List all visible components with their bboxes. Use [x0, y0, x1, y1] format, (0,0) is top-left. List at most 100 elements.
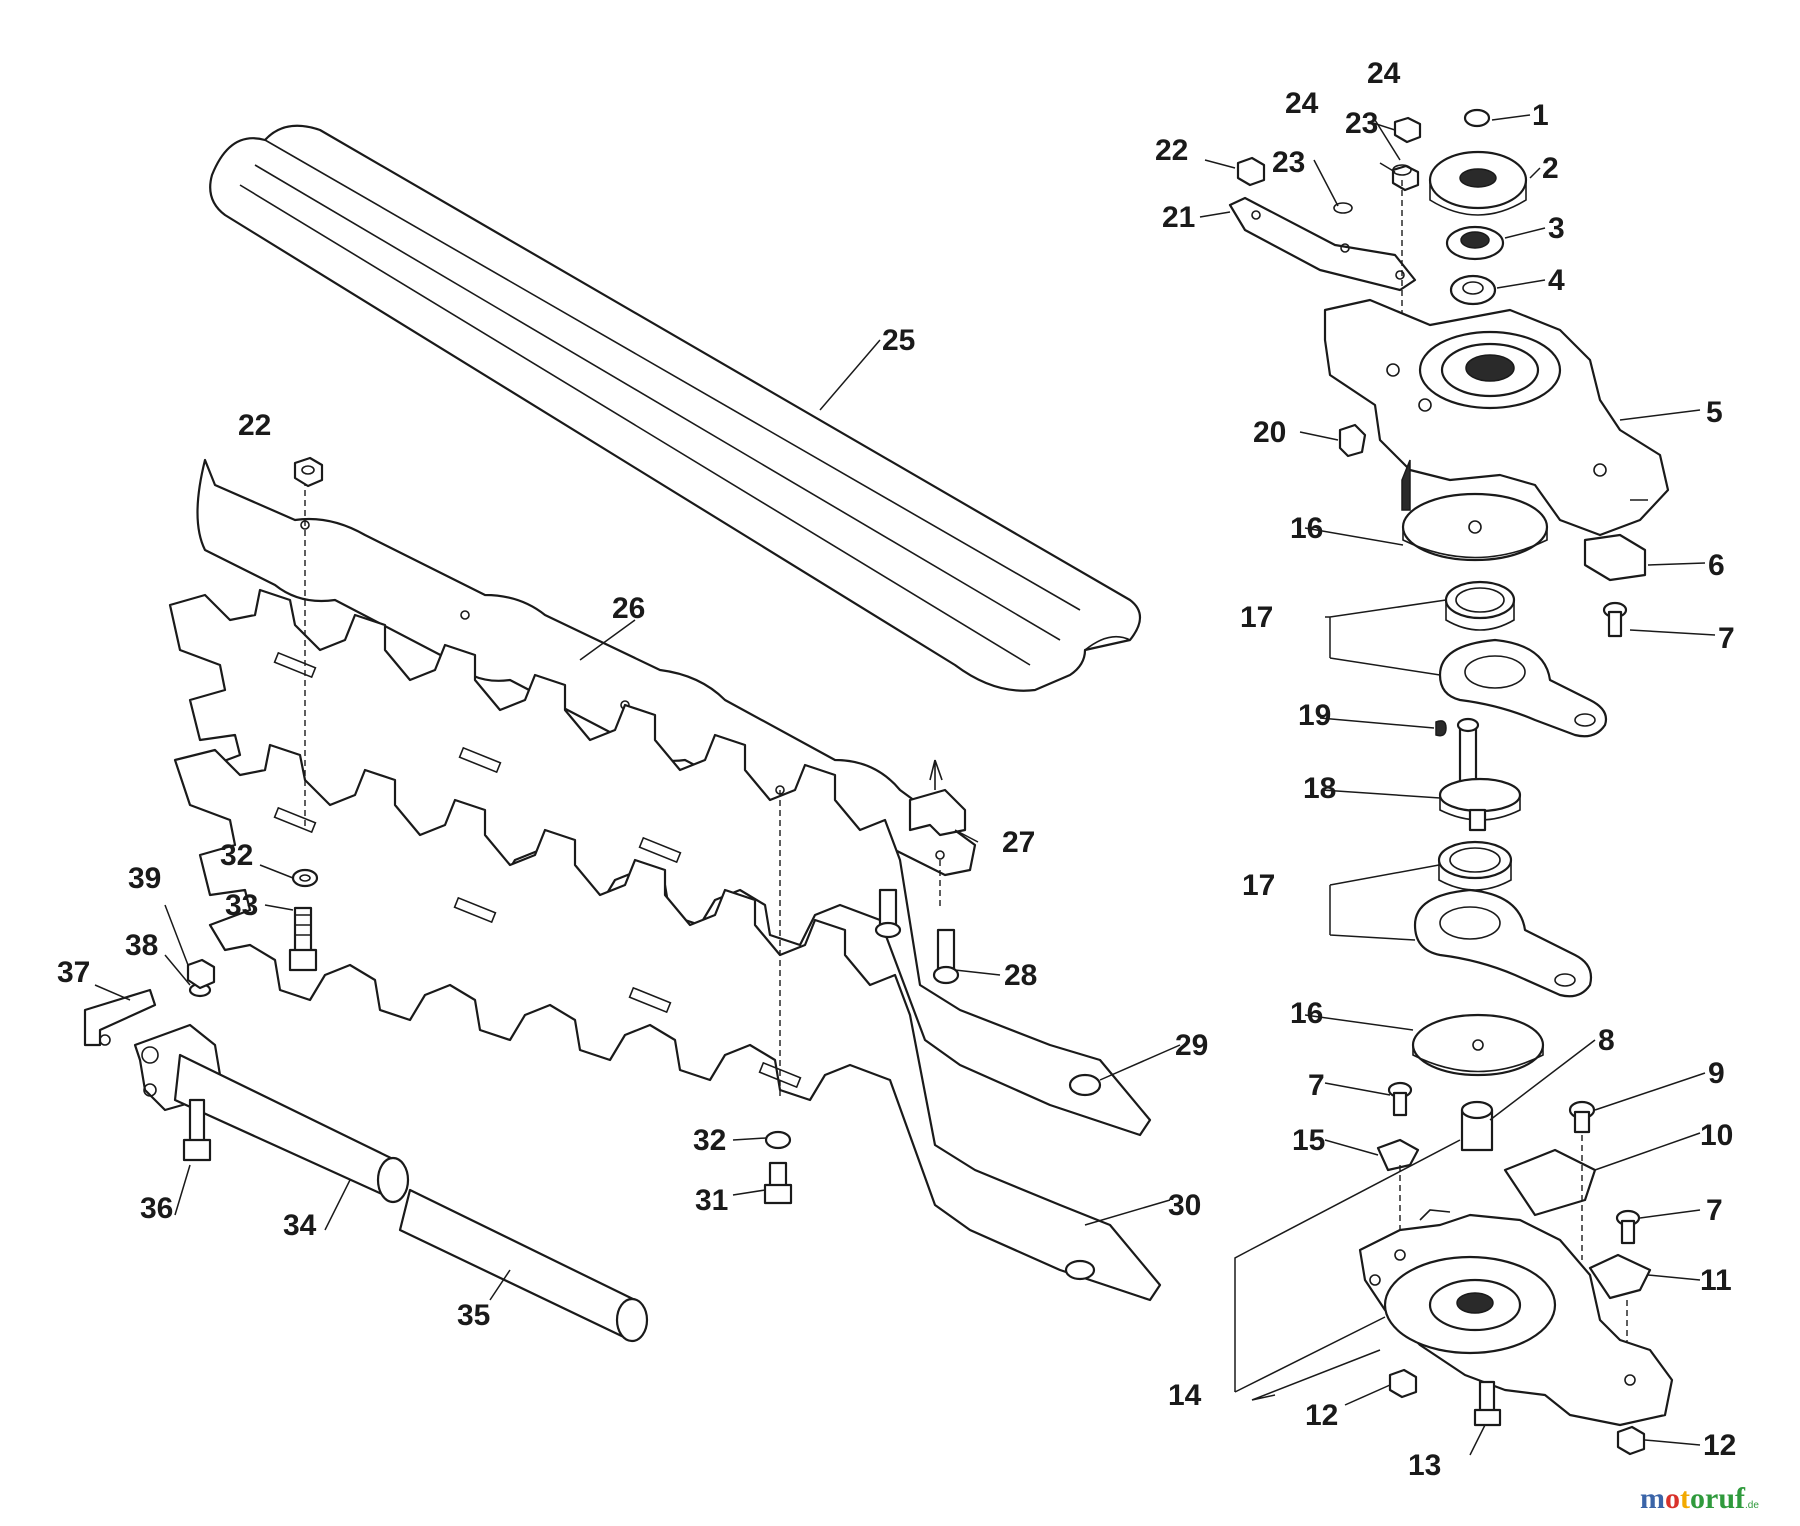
- callout-25: 25: [882, 324, 915, 357]
- plate-part-15: [1376, 1138, 1420, 1172]
- watermark-letter-o: o: [1665, 1482, 1680, 1515]
- key-part-19: [1435, 720, 1447, 737]
- bracket-part-27: [908, 759, 967, 837]
- plate-part-37: [83, 988, 157, 1047]
- callout-37: 37: [57, 956, 90, 989]
- watermark-letter-t: t: [1680, 1482, 1690, 1515]
- tube-part-34: [173, 1053, 410, 1204]
- bolt-part-9: [1568, 1100, 1596, 1134]
- arm-part-17-upper: [1438, 638, 1608, 738]
- nut-part-12-right: [1616, 1425, 1646, 1456]
- callout-12-left: 12: [1305, 1399, 1338, 1432]
- callout-18: 18: [1303, 772, 1336, 805]
- screw-part-7-top: [1602, 601, 1628, 638]
- plate-part-21: [1228, 196, 1417, 292]
- callout-16-lower: 16: [1290, 997, 1323, 1030]
- lower-blade-part-30: [173, 743, 1162, 1302]
- cap-part-1: [1463, 108, 1491, 128]
- bolt-part-31: [763, 1161, 793, 1205]
- watermark-suffix: .de: [1745, 1500, 1759, 1511]
- nut-part-12-left: [1388, 1368, 1418, 1399]
- bolt-part-33: [288, 906, 318, 972]
- callout-12-right: 12: [1703, 1429, 1736, 1462]
- bolt-part-13: [1473, 1380, 1502, 1427]
- svg-text:motoruf.de: motoruf.de: [1640, 1482, 1759, 1515]
- callout-2: 2: [1542, 152, 1559, 185]
- callout-6: 6: [1708, 549, 1725, 582]
- callout-33: 33: [225, 889, 258, 922]
- blade-guard-part-25: [209, 124, 1142, 692]
- callout-10: 10: [1700, 1119, 1733, 1152]
- callout-23-right: 23: [1345, 107, 1378, 140]
- watermark-letter-m: m: [1640, 1482, 1665, 1515]
- callout-7-mid: 7: [1308, 1069, 1325, 1102]
- callout-22-left: 22: [238, 409, 271, 442]
- arrow-marker: [1401, 459, 1411, 511]
- callout-21: 21: [1162, 201, 1195, 234]
- callout-36: 36: [140, 1192, 173, 1225]
- callout-38: 38: [125, 929, 158, 962]
- watermark-logo: motoruf.de: [1640, 1482, 1759, 1515]
- callout-5: 5: [1706, 396, 1723, 429]
- callout-15: 15: [1292, 1124, 1325, 1157]
- callout-9: 9: [1708, 1057, 1725, 1090]
- seat-part-6: [1583, 533, 1647, 582]
- base-housing-part-14: [1358, 1209, 1674, 1427]
- callout-31: 31: [695, 1184, 728, 1217]
- callout-11: 11: [1700, 1264, 1732, 1297]
- callout-17-upper: 17: [1240, 601, 1273, 634]
- disc-part-16-lower: [1411, 1013, 1545, 1077]
- leader-lines: [94, 114, 1716, 1456]
- housing-part-5: [1323, 298, 1670, 537]
- screw-part-7-low: [1615, 1209, 1641, 1245]
- bolt-part-36: [182, 1098, 212, 1162]
- ring-part-17-upper: [1444, 580, 1516, 631]
- callout-19: 19: [1298, 699, 1331, 732]
- washer-part-32-upper: [291, 868, 319, 888]
- callout-7-low: 7: [1706, 1194, 1723, 1227]
- callout-30: 30: [1168, 1189, 1201, 1222]
- callout-4: 4: [1548, 264, 1565, 297]
- bearing-part-3: [1445, 225, 1505, 261]
- callout-8: 8: [1598, 1024, 1615, 1057]
- nut-part-39: [186, 958, 216, 990]
- callout-23-left: 23: [1272, 146, 1305, 179]
- key-part-20: [1338, 423, 1367, 458]
- callout-3: 3: [1548, 212, 1565, 245]
- callout-35: 35: [457, 1299, 490, 1332]
- callout-17-lower: 17: [1242, 869, 1275, 902]
- plate-part-11: [1588, 1253, 1652, 1300]
- crankshaft-part-18: [1438, 717, 1522, 832]
- tube-part-35: [398, 1188, 649, 1343]
- callout-26: 26: [612, 592, 645, 625]
- collar-part-4: [1449, 274, 1497, 306]
- callout-28: 28: [1004, 959, 1037, 992]
- callout-22-right: 22: [1155, 134, 1188, 167]
- callout-16-upper: 16: [1290, 512, 1323, 545]
- gear-part-2: [1428, 150, 1528, 216]
- callout-20: 20: [1253, 416, 1286, 449]
- callout-14: 14: [1168, 1379, 1202, 1412]
- callout-labels: 1 2 3 4 5 6 7 7 7 8 9 10 11 12 12 13 14 …: [57, 57, 1736, 1482]
- bolt-part-28: [874, 888, 960, 985]
- screw-part-7-mid: [1387, 1081, 1413, 1117]
- ring-part-17-lower: [1437, 840, 1513, 891]
- callout-1: 1: [1532, 99, 1549, 132]
- callout-39: 39: [128, 862, 161, 895]
- callout-24-left: 24: [1285, 87, 1319, 120]
- watermark-letters-rest: oruf: [1690, 1482, 1746, 1515]
- nut-part-22-left: [293, 456, 324, 488]
- callout-27: 27: [1002, 826, 1035, 859]
- callout-29: 29: [1175, 1029, 1208, 1062]
- callout-32-upper: 32: [220, 839, 253, 872]
- callout-24-right: 24: [1367, 57, 1401, 90]
- plate-part-10: [1503, 1148, 1597, 1217]
- callout-34: 34: [283, 1209, 317, 1242]
- sleeve-part-8: [1460, 1100, 1494, 1152]
- disc-part-16-upper: [1401, 492, 1549, 562]
- arm-part-17-lower: [1413, 888, 1593, 998]
- nut-part-22-right: [1236, 156, 1266, 187]
- callout-32-lower: 32: [693, 1124, 726, 1157]
- washer-part-32-lower: [764, 1130, 792, 1150]
